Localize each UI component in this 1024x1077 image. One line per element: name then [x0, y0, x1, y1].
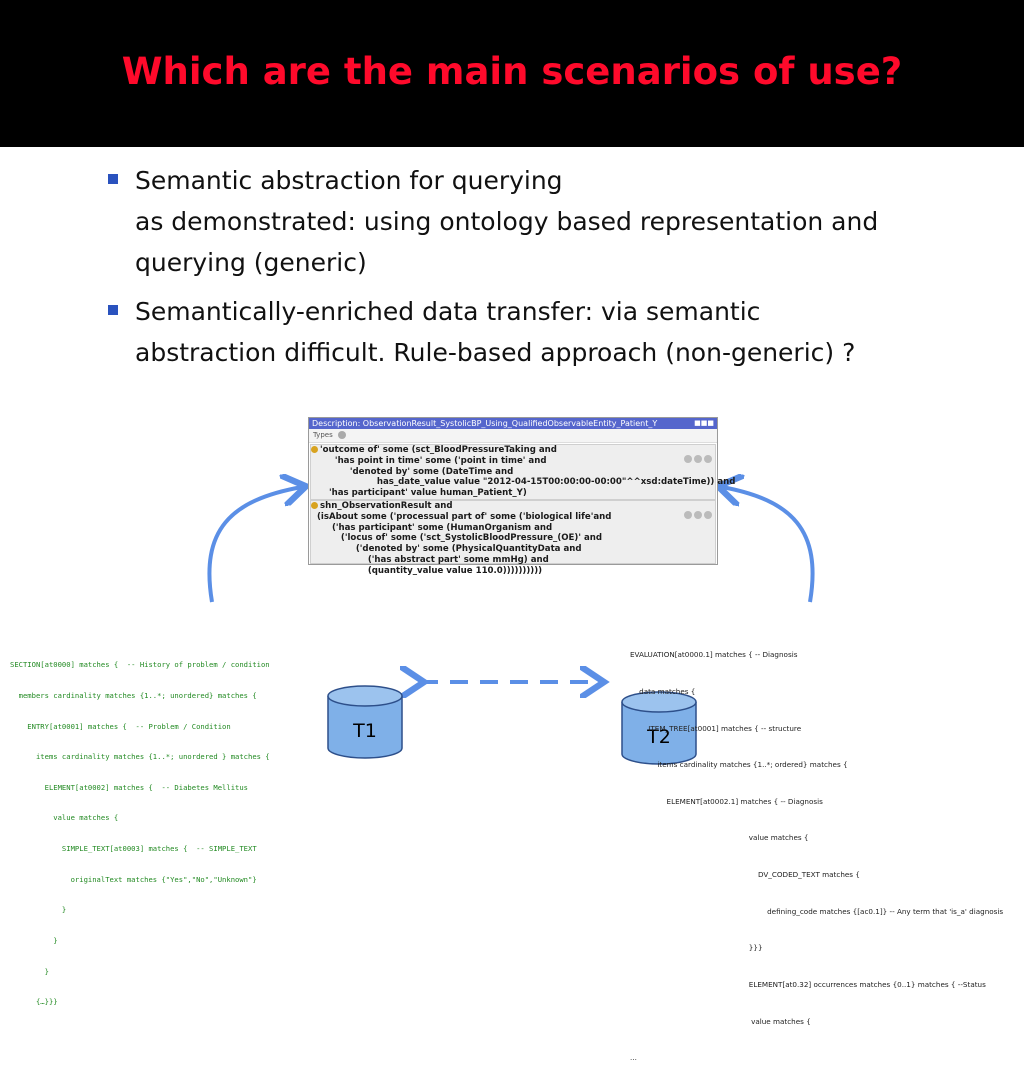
- delete-icon[interactable]: [694, 511, 702, 519]
- bullet-list: Semantic abstraction for querying as dem…: [108, 160, 988, 381]
- window-controls-icon[interactable]: ■■■: [694, 419, 714, 427]
- expression-line: (quantity_value value 110.0)))))))))): [311, 565, 543, 576]
- code-line: value matches {: [630, 833, 809, 843]
- left-curved-arrow: [207, 487, 302, 603]
- database-t2-label: T2: [647, 726, 671, 748]
- frame-buttons: [682, 504, 712, 523]
- code-line: }: [10, 966, 49, 976]
- expression-line: 'has point in time' some ('point in time…: [311, 455, 547, 466]
- protege-description-panel: Description: ObservationResult_SystolicB…: [308, 417, 736, 576]
- database-t1-label: T1: [353, 720, 377, 742]
- delete-icon[interactable]: [694, 455, 702, 463]
- expression-line: (isAbout some ('processual part of' some…: [311, 511, 612, 522]
- bullet-line: Semantic abstraction for querying: [135, 166, 563, 195]
- class-expression-frame: 'outcome of' some (sct_BloodPressureTaki…: [310, 444, 736, 500]
- panel-title: Description: ObservationResult_SystolicB…: [312, 419, 658, 428]
- code-line: value matches {: [10, 813, 119, 823]
- edit-icon[interactable]: [704, 455, 712, 463]
- info-icon[interactable]: [684, 511, 692, 519]
- code-line: }}}: [630, 943, 763, 953]
- code-line: data matches {: [630, 687, 696, 697]
- code-line: ...: [630, 1053, 637, 1063]
- code-line: ELEMENT[at0.32] occurrences matches {0..…: [630, 979, 986, 989]
- bullet-item: Semantic abstraction for querying as dem…: [108, 160, 988, 283]
- adl-archetype-code-left: SECTION[at0000] matches { -- History of …: [10, 640, 270, 1018]
- database-t2-icon: [621, 691, 697, 765]
- code-line: ENTRY[at0001] matches { -- Problem / Con…: [10, 721, 231, 731]
- code-line: DV_CODED_TEXT matches {: [630, 870, 860, 880]
- expression-line: ('locus of' some ('sct_SystolicBloodPres…: [311, 533, 603, 544]
- class-expression-frame: shn_ObservationResult and (isAbout some …: [310, 500, 716, 576]
- slide-title: Which are the main scenarios of use?: [121, 50, 903, 93]
- code-line: ELEMENT[at0002.1] matches { -- Diagnosis: [630, 796, 823, 806]
- types-section: Types: [309, 429, 717, 443]
- adl-archetype-code-right: EVALUATION[at0000.1] matches { -- Diagno…: [630, 625, 1003, 1077]
- expression-line: shn_ObservationResult and: [311, 501, 715, 512]
- code-line: items cardinality matches {1..*; unorder…: [10, 752, 270, 762]
- code-line: SIMPLE_TEXT[at0003] matches { -- SIMPLE_…: [10, 844, 257, 854]
- right-curved-arrow: [722, 487, 815, 603]
- code-line: value matches {: [630, 1016, 811, 1026]
- expression-line: 'has participant' value human_Patient_Y): [311, 488, 527, 499]
- bullet-square-icon: [108, 174, 118, 184]
- types-label: Types: [313, 431, 333, 439]
- code-line: originalText matches {"Yes","No","Unknow…: [10, 874, 257, 884]
- code-line: SECTION[at0000] matches { -- History of …: [10, 660, 270, 670]
- frame-buttons: [682, 448, 712, 467]
- title-bar: Which are the main scenarios of use?: [0, 0, 1024, 147]
- expression-line: ('has participant' some (HumanOrganism a…: [311, 522, 553, 533]
- bullet-line: Semantically-enriched data transfer: via…: [135, 297, 761, 326]
- bullet-line: querying (generic): [135, 248, 367, 277]
- code-line: EVALUATION[at0000.1] matches { -- Diagno…: [630, 650, 798, 660]
- code-line: members cardinality matches {1..*; unord…: [10, 691, 257, 701]
- database-t1-icon: [327, 685, 403, 759]
- code-line: }: [10, 905, 67, 915]
- edit-icon[interactable]: [704, 511, 712, 519]
- expression-line: ('denoted by' some (PhysicalQuantityData…: [311, 544, 582, 555]
- code-line: items cardinality matches {1..*; ordered…: [630, 760, 848, 770]
- code-line: ITEM_TREE[at0001] matches { -- structure: [630, 723, 802, 733]
- expression-line: has_date_value value "2012-04-15T00:00:0…: [311, 477, 736, 488]
- class-dot-icon: [311, 446, 318, 453]
- code-line: defining_code matches {[ac0.1]} -- Any t…: [630, 906, 1004, 916]
- arrows-layer: [207, 0, 815, 765]
- bullet-line: as demonstrated: using ontology based re…: [135, 207, 879, 236]
- expression-line: 'denoted by' some (DateTime and: [311, 466, 514, 477]
- bullet-item: Semantically-enriched data transfer: via…: [108, 291, 988, 373]
- panel-header: Description: ObservationResult_SystolicB…: [309, 418, 717, 429]
- expression-line: ('has abstract part' some mmHg) and: [311, 554, 549, 565]
- code-line: }: [10, 935, 58, 945]
- expression-line: 'outcome of' some (sct_BloodPressureTaki…: [311, 445, 715, 456]
- bullet-square-icon: [108, 305, 118, 315]
- code-line: {…}}}: [10, 997, 58, 1007]
- info-icon[interactable]: [684, 455, 692, 463]
- bullet-line: abstraction difficult. Rule-based approa…: [135, 338, 856, 367]
- class-dot-icon: [311, 502, 318, 509]
- code-line: ELEMENT[at0002] matches { -- Diabetes Me…: [10, 782, 248, 792]
- add-type-icon[interactable]: [337, 431, 346, 439]
